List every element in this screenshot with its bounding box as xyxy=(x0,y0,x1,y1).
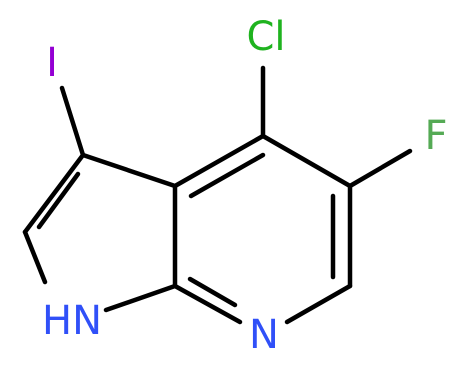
bond-c3-c2 xyxy=(22,152,86,235)
bond-c2-n1 xyxy=(22,229,48,285)
bond-c5-f xyxy=(347,148,413,189)
atom-fluorine-label: F xyxy=(424,113,447,159)
bond-c3-i xyxy=(59,85,86,158)
bond-c3-c2-double xyxy=(36,171,81,230)
bond-c3-c3a xyxy=(80,152,178,189)
atom-pyrrole-nh-label: HN xyxy=(42,298,102,344)
atom-chlorine-label: Cl xyxy=(246,14,285,60)
bond-n7-c7a-double xyxy=(187,276,238,308)
bond-n7-c7a xyxy=(172,283,243,325)
bond-c6-n7 xyxy=(284,283,353,325)
bonds xyxy=(22,65,413,325)
atom-pyridine-nitrogen-label: N xyxy=(249,312,279,358)
atom-labels: I Cl F N HN xyxy=(42,14,448,358)
bond-c3a-c4-double xyxy=(188,152,266,199)
bond-n1-c7a xyxy=(103,283,178,313)
bond-c3a-c4 xyxy=(172,133,266,189)
atom-iodine-label: I xyxy=(46,40,58,86)
bond-c4-c5 xyxy=(260,133,353,189)
